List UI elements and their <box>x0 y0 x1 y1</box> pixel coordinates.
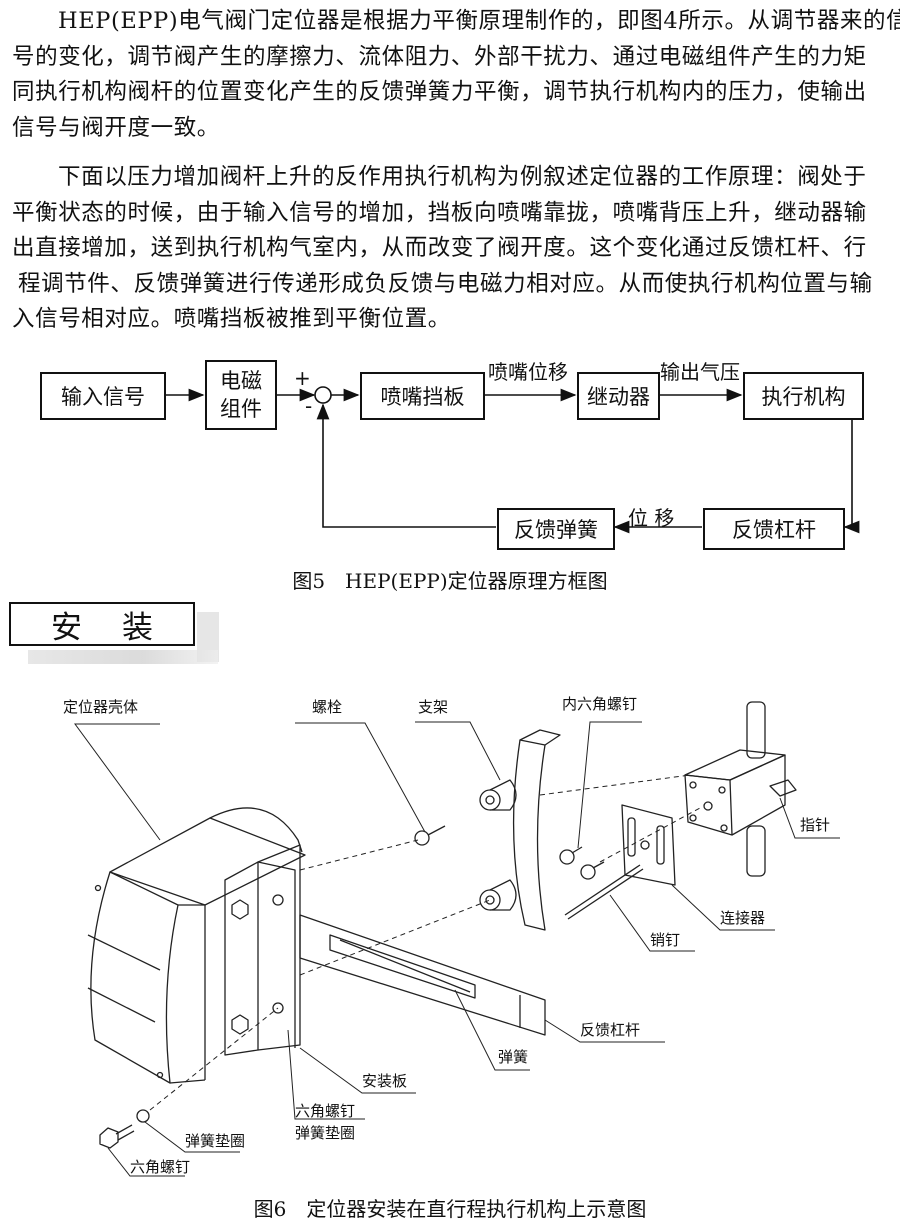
section-title-char: 安 <box>51 609 82 646</box>
label-pin: 销钉 <box>650 931 681 949</box>
label-spring-washer: 弹簧垫圈 <box>295 1124 356 1142</box>
text-line: 信号与阀开度一致。 <box>12 114 220 141</box>
minus-sign: - <box>305 394 313 418</box>
block-relay: 继动器 <box>577 372 660 420</box>
section-title-shadow <box>28 650 218 664</box>
block-diagram-lines <box>165 386 860 534</box>
text-line: 入信号相对应。喷嘴挡板被推到平衡位置。 <box>12 306 451 332</box>
text-line: 同执行机构阀杆的位置变化产生的反馈弹簧力平衡，调节执行机构内的压力，使输出 <box>12 79 867 105</box>
pin-shape <box>564 864 641 916</box>
section-title-install: 安 装 <box>9 602 195 646</box>
assembly-axes <box>149 774 701 1111</box>
figure5-caption: 图5 HEP(EPP)定位器原理方框图 <box>292 569 608 593</box>
block-nozzle-flapper: 喷嘴挡板 <box>360 372 485 420</box>
block-feedback-lever: 反馈杠杆 <box>703 508 845 550</box>
signal-nozzle-displacement: 喷嘴位移 <box>488 360 568 384</box>
text-line: 平衡状态的时候，由于输入信号的增加，挡板向喷嘴靠拢，喷嘴背压上升，继动器输 <box>12 199 867 226</box>
label-bracket: 支架 <box>418 698 449 716</box>
label-feedback-lever: 反馈杠杆 <box>580 1021 641 1039</box>
label-connector: 连接器 <box>720 909 766 927</box>
figure6-caption: 图6 定位器安装在直行程执行机构上示意图 <box>253 1197 647 1221</box>
leader-lines <box>74 721 840 1177</box>
paragraph-working: 下面以压力增加阀杆上升的反作用执行机构为例叙述定位器的工作原理：阀处于 平衡状态… <box>12 160 892 338</box>
text-line: 下面以压力增加阀杆上升的反作用执行机构为例叙述定位器的工作原理：阀处于 <box>58 164 867 190</box>
text-line: HEP(EPP)电气阀门定位器是根据力平衡原理制作的，即图4所示。从调节器来的信 <box>58 8 900 34</box>
positioner-housing <box>87 807 306 1084</box>
plus-sign: + <box>294 366 311 390</box>
actuator-block <box>684 701 797 877</box>
section-title-char: 装 <box>122 609 153 646</box>
paragraph-principle: HEP(EPP)电气阀门定位器是根据力平衡原理制作的，即图4所示。从调节器来的信… <box>12 4 900 146</box>
block-actuator: 执行机构 <box>743 372 864 420</box>
label-socket-screw: 内六角螺钉 <box>562 695 638 713</box>
signal-displacement: 位 移 <box>628 506 675 530</box>
label-hex-screw: 六角螺钉 <box>295 1102 356 1120</box>
bracket-shape <box>479 729 561 931</box>
screws <box>99 825 605 1149</box>
label-hex-screw: 六角螺钉 <box>130 1158 191 1176</box>
label-spring: 弹簧 <box>498 1048 529 1066</box>
feedback-lever-shape <box>299 914 546 1036</box>
block-electromagnetic-assembly: 电磁 组件 <box>205 360 277 430</box>
arrow-spring-sum <box>316 403 496 528</box>
label-housing: 定位器壳体 <box>63 698 139 716</box>
signal-output-pressure: 输出气压 <box>660 360 740 384</box>
label-bolt: 螺栓 <box>312 698 343 716</box>
text-line: 出直接增加，送到执行机构气室内，从而改变了阀开度。这个变化通过反馈杠杆、行 <box>12 235 867 261</box>
text-line: 号的变化，调节阀产生的摩擦力、流体阻力、外部干扰力、通过电磁组件产生的力矩 <box>12 43 867 70</box>
label-mount-plate: 安装板 <box>362 1072 408 1090</box>
text-line: 程调节件、反馈弹簧进行传递形成负反馈与电磁力相对应。从而使执行机构位置与输 <box>18 270 873 297</box>
block-label: 电磁 <box>220 369 262 393</box>
label-spring-washer: 弹簧垫圈 <box>185 1132 246 1150</box>
block-label: 组件 <box>220 397 262 421</box>
section-title-shadow <box>197 612 219 662</box>
pointer-shape <box>769 779 797 797</box>
connector-plate <box>621 804 676 886</box>
block-feedback-spring: 反馈弹簧 <box>497 508 615 550</box>
label-pointer: 指针 <box>800 816 831 834</box>
block-input-signal: 输入信号 <box>40 372 166 420</box>
arrow-actuator-lever <box>843 418 860 534</box>
